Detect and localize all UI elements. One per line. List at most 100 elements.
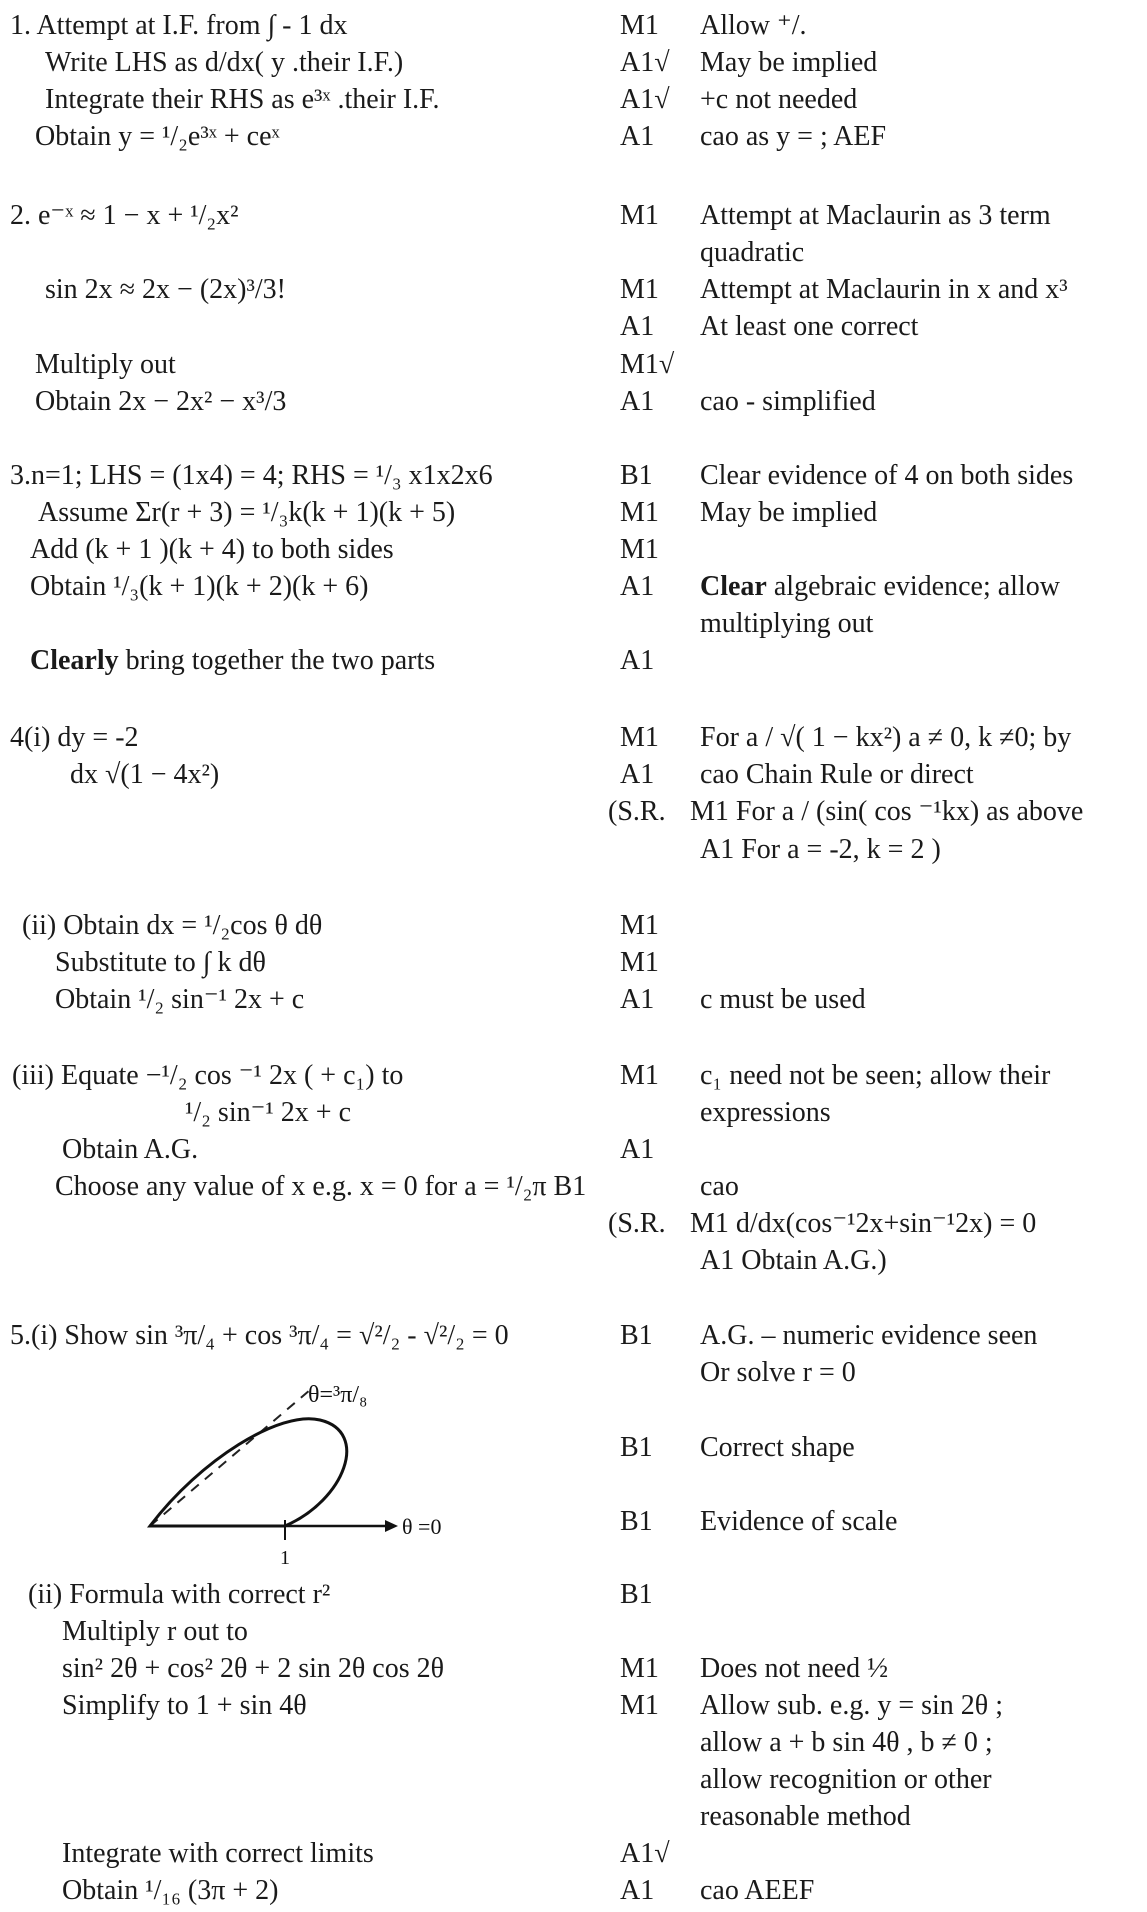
- scheme-row: (ii) Formula with correct r² B1: [0, 1577, 1147, 1613]
- mark-code: M1: [620, 10, 659, 41]
- mark-code: B1: [620, 1506, 653, 1537]
- working-text: Clearly bring together the two parts: [30, 645, 436, 676]
- mark-code: (S.R.: [608, 796, 666, 827]
- guidance-note: Allow sub. e.g. y = sin 2θ ;: [700, 1690, 1003, 1721]
- mark-code: B1: [620, 1579, 653, 1610]
- guidance-note: cao: [700, 1171, 739, 1202]
- working-text: 4(i) dy = -2: [10, 722, 139, 753]
- guidance-note: Correct shape: [700, 1432, 855, 1463]
- guidance-note: quadratic: [700, 237, 805, 268]
- guidance-note: A.G. – numeric evidence seen: [700, 1320, 1038, 1351]
- working-text: Obtain ¹/₃(k + 1)(k + 2)(k + 6): [30, 571, 369, 602]
- mark-code: B1: [620, 1320, 653, 1351]
- mark-code: A1√: [620, 84, 670, 115]
- working-text: sin² 2θ + cos² 2θ + 2 sin 2θ cos 2θ: [62, 1653, 445, 1684]
- guidance-note: Allow ⁺/.: [700, 10, 807, 41]
- mark-code: (S.R.: [608, 1208, 666, 1239]
- polar-sketch: 1 θ=³π/₈ θ =0: [146, 1382, 441, 1569]
- mark-code: A1: [620, 645, 655, 676]
- scheme-row: (S.R.M1 For a / (sin( cos ⁻¹kx) as above: [0, 794, 1147, 830]
- guidance-note: Clear evidence of 4 on both sides: [700, 460, 1074, 491]
- guidance-note: cao AEEF: [700, 1875, 815, 1906]
- working-text: (iii) Equate −¹/₂ cos ⁻¹ 2x ( + c₁) to: [12, 1060, 404, 1091]
- mark-code: A1: [620, 759, 655, 790]
- scheme-row: Substitute to ∫ k dθ M1: [0, 945, 1147, 981]
- scheme-row: Integrate their RHS as e³ˣ .their I.F.A1…: [0, 82, 1147, 118]
- scheme-row: allow a + b sin 4θ , b ≠ 0 ;: [0, 1725, 1147, 1761]
- guidance-note: Clear algebraic evidence; allow: [700, 571, 1060, 602]
- scheme-row: 5.(i) Show sin ³π/₄ + cos ³π/₄ = √²/₂ - …: [0, 1318, 1147, 1354]
- scheme-row: Obtain A.G. A1: [0, 1132, 1147, 1168]
- guidance-note: cao as y = ; AEF: [700, 121, 887, 152]
- working-text: Assume Σr(r + 3) = ¹/₃k(k + 1)(k + 5): [38, 497, 456, 528]
- working-text: (ii) Formula with correct r²: [28, 1579, 331, 1610]
- working-text: (ii) Obtain dx = ¹/₂cos θ dθ: [22, 910, 323, 941]
- mark-code: A1√: [620, 1838, 670, 1869]
- working-text: Obtain A.G.: [62, 1134, 199, 1165]
- working-text: Simplify to 1 + sin 4θ: [62, 1690, 307, 1721]
- mark-code: A1: [620, 984, 655, 1015]
- guidance-note: expressions: [700, 1097, 831, 1128]
- scheme-row: reasonable method: [0, 1799, 1147, 1835]
- scheme-row: (iii) Equate −¹/₂ cos ⁻¹ 2x ( + c₁) to M1…: [0, 1058, 1147, 1094]
- guidance-note: May be implied: [700, 47, 878, 78]
- scheme-row: quadratic: [0, 235, 1147, 271]
- guidance-note: Attempt at Maclaurin in x and x³: [700, 274, 1068, 305]
- scheme-row: Obtain y = ¹/₂e³ˣ + ceˣ A1 cao as y = ; AE…: [0, 119, 1147, 155]
- label-theta-0: θ =0: [402, 1514, 441, 1539]
- scheme-row: Or solve r = 0: [0, 1355, 1147, 1391]
- guidance-note: multiplying out: [700, 608, 874, 639]
- scheme-row: allow recognition or other: [0, 1762, 1147, 1798]
- guidance-note: For a / √( 1 − kx²) a ≠ 0, k ≠0; by: [700, 722, 1072, 753]
- mark-code: M1: [620, 497, 659, 528]
- working-text: Choose any value of x e.g. x = 0 for a =…: [55, 1171, 587, 1202]
- mark-code: M1: [620, 947, 659, 978]
- mark-code: A1: [620, 386, 655, 417]
- mark-code: M1: [620, 1653, 659, 1684]
- guidance-note: Or solve r = 0: [700, 1357, 856, 1388]
- guidance-note: M1 d/dx(cos⁻¹2x+sin⁻¹2x) = 0: [690, 1208, 1037, 1239]
- working-text: Obtain y = ¹/₂e³ˣ + ceˣ: [35, 121, 280, 152]
- guidance-note: A1 Obtain A.G.): [700, 1245, 887, 1276]
- scheme-row: (ii) Obtain dx = ¹/₂cos θ dθ M1: [0, 908, 1147, 944]
- scheme-row: Choose any value of x e.g. x = 0 for a =…: [0, 1169, 1147, 1205]
- working-text: ¹/₂ sin⁻¹ 2x + c: [185, 1097, 352, 1128]
- mark-code: M1: [620, 274, 659, 305]
- mark-code: A1: [620, 311, 655, 342]
- working-text: Multiply r out to: [62, 1616, 248, 1647]
- scheme-row: (S.R. M1 d/dx(cos⁻¹2x+sin⁻¹2x) = 0: [0, 1206, 1147, 1242]
- guidance-note: allow a + b sin 4θ , b ≠ 0 ;: [700, 1727, 993, 1758]
- mark-code: B1: [620, 460, 653, 491]
- guidance-note: c must be used: [700, 984, 866, 1015]
- scheme-row: 4(i) dy = -2 M1 For a / √( 1 − kx²) a ≠ 0,…: [0, 720, 1147, 756]
- working-text: Substitute to ∫ k dθ: [55, 947, 266, 978]
- mark-code: M1: [620, 1690, 659, 1721]
- mark-code: A1: [620, 121, 655, 152]
- mark-code: A1: [620, 1875, 655, 1906]
- working-text: Write LHS as d/dx( y .their I.F.): [45, 47, 404, 78]
- mark-code: M1: [620, 200, 659, 231]
- working-text: Integrate with correct limits: [62, 1838, 374, 1869]
- mark-code: M1: [620, 722, 659, 753]
- mark-code: M1: [620, 910, 659, 941]
- mark-code: M1√: [620, 349, 675, 380]
- scheme-row: A1 For a = -2, k = 2 ): [0, 832, 1147, 868]
- scheme-row: Multiply r out to: [0, 1614, 1147, 1650]
- working-text: 5.(i) Show sin ³π/₄ + cos ³π/₄ = √²/₂ - …: [10, 1320, 509, 1351]
- mark-code: M1: [620, 1060, 659, 1091]
- scheme-row: ¹/₂ sin⁻¹ 2x + c expressions: [0, 1095, 1147, 1131]
- working-text: 2. e⁻ˣ ≈ 1 − x + ¹/₂x²: [10, 200, 239, 231]
- mark-code: A1√: [620, 47, 670, 78]
- mark-code: A1: [620, 1134, 655, 1165]
- guidance-note: cao Chain Rule or direct: [700, 759, 974, 790]
- scheme-row: Clearly bring together the two parts A1: [0, 643, 1147, 679]
